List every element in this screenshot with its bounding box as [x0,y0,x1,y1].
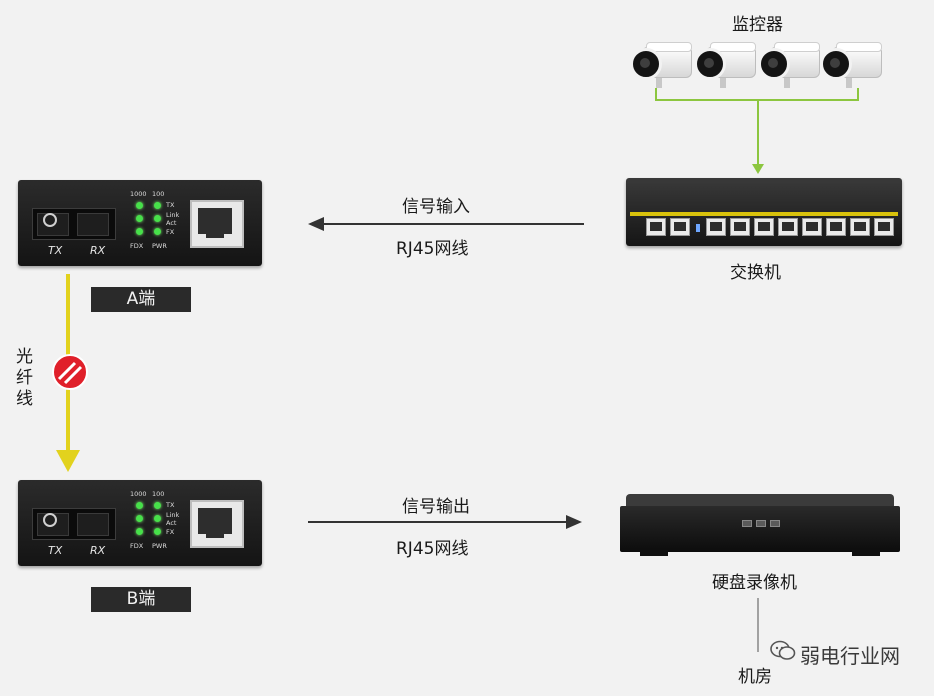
rj45-port [190,500,244,548]
nvr-device [620,494,900,560]
network-switch [626,178,902,246]
led-label: TX [166,201,175,209]
signal-out-cable-label: RJ45网线 [396,539,469,559]
room-title: 机房 [738,667,772,687]
status-led [136,528,143,535]
led-label: 1000 [130,490,147,498]
led-panel: 1000 100 TX Link Act FX FDX PWR [130,490,190,560]
watermark-text: 弱电行业网 [800,644,900,668]
led-label: Link [166,511,180,519]
status-led [136,202,143,209]
signal-out-label: 信号输出 [402,497,470,517]
fiber-arrowhead [56,450,80,472]
fiber-label-char: 线 [16,389,33,409]
end-a-tag: A端 [91,287,191,312]
camera-to-switch-arrowhead [752,164,764,174]
led-label: TX [166,501,175,509]
led-label: FDX [130,242,144,250]
wechat-icon [770,640,796,662]
led-label: FDX [130,542,144,550]
fiber-label-char: 光 [16,347,33,367]
port-tx-label: TX [48,244,63,257]
status-led [136,515,143,522]
signal-in-arrowhead [308,217,324,231]
status-led [136,502,143,509]
led-label: PWR [152,542,167,550]
status-led [154,215,161,222]
led-panel: 1000 100 TX Link Act FX FDX PWR [130,190,190,260]
led-label: Act [166,519,177,527]
media-converter-b: TX RX 1000 100 TX Link Act FX FDX PWR [18,480,262,566]
camera-icon [820,42,882,90]
status-led [154,528,161,535]
fiber-label-char: 纤 [16,368,33,388]
fiber-cut-icon [52,354,88,390]
port-rx-label: RX [90,544,106,557]
rj45-port [190,200,244,248]
camera-icon [758,42,820,90]
led-label: FX [166,528,175,536]
status-led [136,215,143,222]
led-label: 100 [152,190,165,198]
status-led [154,228,161,235]
status-led [154,502,161,509]
status-led [154,515,161,522]
fiber-port [32,508,116,540]
cameras-title: 监控器 [732,15,783,35]
camera-icon [694,42,756,90]
led-label: Link [166,211,180,219]
led-label: FX [166,228,175,236]
media-converter-a: TX RX 1000 100 TX Link Act FX FDX PWR [18,180,262,266]
status-led [154,202,161,209]
end-b-tag: B端 [91,587,191,612]
led-label: 100 [152,490,165,498]
led-label: 1000 [130,190,147,198]
signal-in-label: 信号输入 [402,197,470,217]
nvr-title: 硬盘录像机 [712,573,797,593]
signal-out-arrowhead [566,515,582,529]
fiber-port [32,208,116,240]
signal-in-cable-label: RJ45网线 [396,239,469,259]
status-led [136,228,143,235]
switch-title: 交换机 [730,263,781,283]
camera-icon [630,42,692,90]
port-tx-label: TX [48,544,63,557]
led-label: PWR [152,242,167,250]
led-label: Act [166,219,177,227]
port-rx-label: RX [90,244,106,257]
